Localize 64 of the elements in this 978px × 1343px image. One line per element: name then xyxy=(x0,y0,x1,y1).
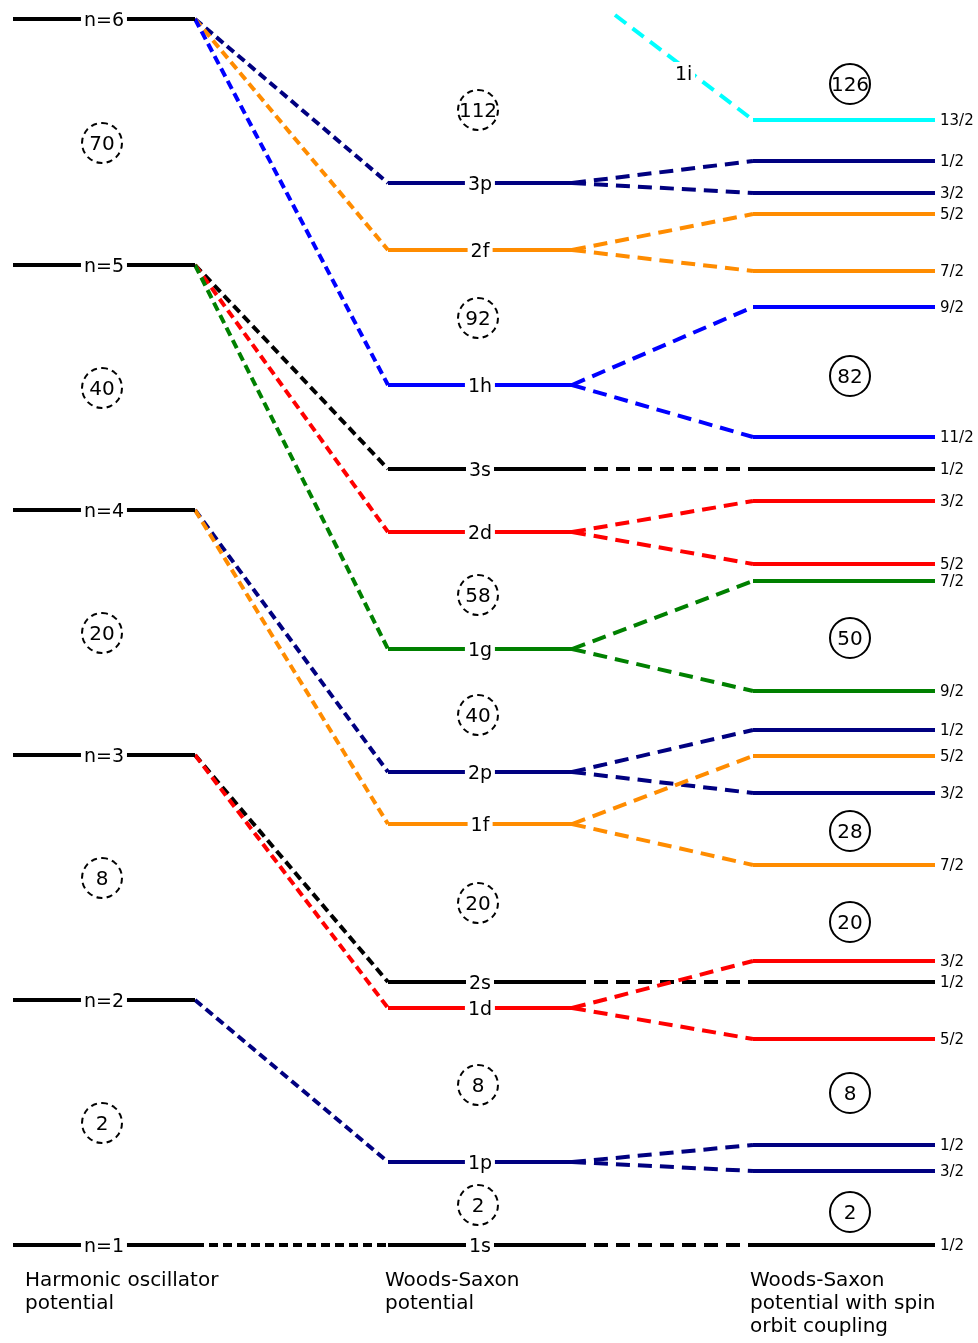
spin-label: 5/2 xyxy=(940,748,965,764)
dashed-circle-number: 20 xyxy=(81,612,123,654)
dashed-connector xyxy=(571,248,754,273)
spin-label: 5/2 xyxy=(940,1031,965,1047)
dashed-connector xyxy=(571,770,754,795)
dashed-connector xyxy=(571,959,754,1010)
dashed-circle-number: 2 xyxy=(457,1184,499,1226)
dashed-circle-number: 8 xyxy=(81,857,123,899)
spin-label: 11/2 xyxy=(940,429,974,445)
dashed-circle-number: 8 xyxy=(457,1064,499,1106)
spin-label: 3/2 xyxy=(940,785,965,801)
circled-number: 8 xyxy=(829,1072,871,1114)
column-heading: Woods-Saxon potential with spin orbit coupling xyxy=(750,1268,937,1337)
spin-label: 1/2 xyxy=(940,1237,965,1253)
dashed-connector xyxy=(571,181,754,195)
spin-label: 7/2 xyxy=(940,857,965,873)
dashed-connector xyxy=(193,264,390,650)
dashed-connector xyxy=(571,1006,754,1041)
spin-label: 9/2 xyxy=(940,299,965,315)
dashed-circle-number: 2 xyxy=(81,1102,123,1144)
dashed-connector xyxy=(571,383,754,439)
dashed-connector xyxy=(571,212,754,252)
circled-number: 2 xyxy=(829,1191,871,1233)
spin-label: 3/2 xyxy=(940,185,965,201)
dashed-circle-number: 58 xyxy=(457,574,499,616)
circled-number: 28 xyxy=(829,810,871,852)
dashed-connector xyxy=(571,728,754,774)
circled-number: 50 xyxy=(829,617,871,659)
dashed-connector xyxy=(193,18,390,386)
circled-number: 126 xyxy=(829,63,871,105)
dashed-connector xyxy=(571,822,754,867)
dashed-circle-number: 112 xyxy=(457,89,499,131)
spin-label: 7/2 xyxy=(940,263,965,279)
spin-label: 1/2 xyxy=(940,722,965,738)
dashed-connector xyxy=(572,467,753,471)
spin-label: 7/2 xyxy=(940,573,965,589)
column-heading: Woods-Saxon potential xyxy=(385,1268,521,1314)
dashed-connector xyxy=(193,508,390,826)
dashed-connector xyxy=(571,530,754,566)
dashed-circle-number: 92 xyxy=(457,297,499,339)
dashed-connector xyxy=(571,1160,754,1173)
spin-label: 9/2 xyxy=(940,683,965,699)
spin-label: 1/2 xyxy=(940,153,965,169)
spin-label: 5/2 xyxy=(940,206,965,222)
circled-number: 82 xyxy=(829,355,871,397)
dashed-circle-number: 40 xyxy=(81,367,123,409)
spin-label: 5/2 xyxy=(940,556,965,572)
dashed-connector xyxy=(195,1243,388,1247)
spin-label: 1/2 xyxy=(940,461,965,477)
dashed-connector xyxy=(572,980,753,984)
circled-number: 20 xyxy=(829,901,871,943)
dashed-circle-number: 20 xyxy=(457,882,499,924)
spin-label: 3/2 xyxy=(940,953,965,969)
dashed-connector xyxy=(193,17,390,185)
spin-label: 1/2 xyxy=(940,974,965,990)
dashed-circle-number: 70 xyxy=(81,122,123,164)
dashed-circle-number: 40 xyxy=(457,694,499,736)
spin-label: 13/2 xyxy=(940,112,974,128)
spin-label: 3/2 xyxy=(940,1163,965,1179)
spin-label: 1/2 xyxy=(940,1137,965,1153)
column-heading: Harmonic oscillator potential xyxy=(25,1268,220,1314)
dashed-connector xyxy=(572,1243,753,1247)
spin-label: 3/2 xyxy=(940,493,965,509)
dashed-connector xyxy=(571,647,754,693)
